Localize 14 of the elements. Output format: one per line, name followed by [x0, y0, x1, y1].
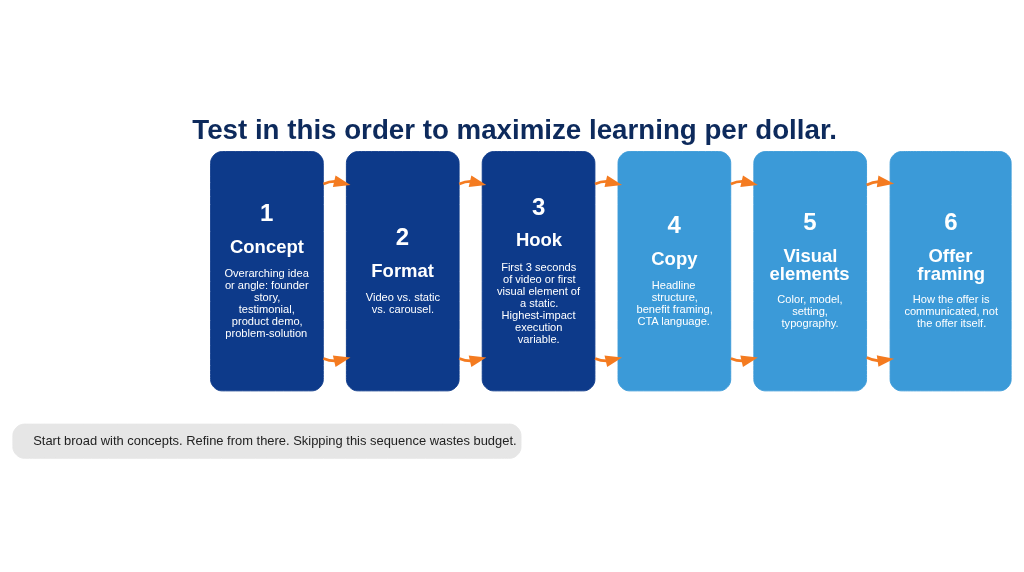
node-box: 3 Hook First 3 seconds of video or first visual element of a static. Highest-impact execution variable. — [481, 151, 596, 392]
arrow — [594, 355, 623, 367]
node-box: Start broad with concepts. Refine from there. Skipping this sequence wastes budget. — [12, 423, 522, 459]
arrow — [866, 175, 895, 188]
node-box: 5 Visual elements Color, model, setting, typography. — [753, 151, 867, 392]
node-box: 1 Concept Overarching idea or angle: founder story, testimonial, product demo, problem-solution — [210, 151, 324, 392]
arrow — [458, 175, 487, 187]
diagram-title: Test in this order to maximize learning per dollar. — [192, 113, 837, 145]
arrow — [322, 355, 351, 367]
node-box: 4 Copy Headline structure, benefit framing, CTA language. — [617, 151, 732, 392]
node-box: 2 Format Video vs. static vs. carousel. — [345, 151, 460, 392]
node-box: 6 Offer framing How the offer is communicated, not the offer itself. — [889, 151, 1012, 392]
arrow — [458, 355, 487, 367]
arrow — [594, 175, 623, 187]
